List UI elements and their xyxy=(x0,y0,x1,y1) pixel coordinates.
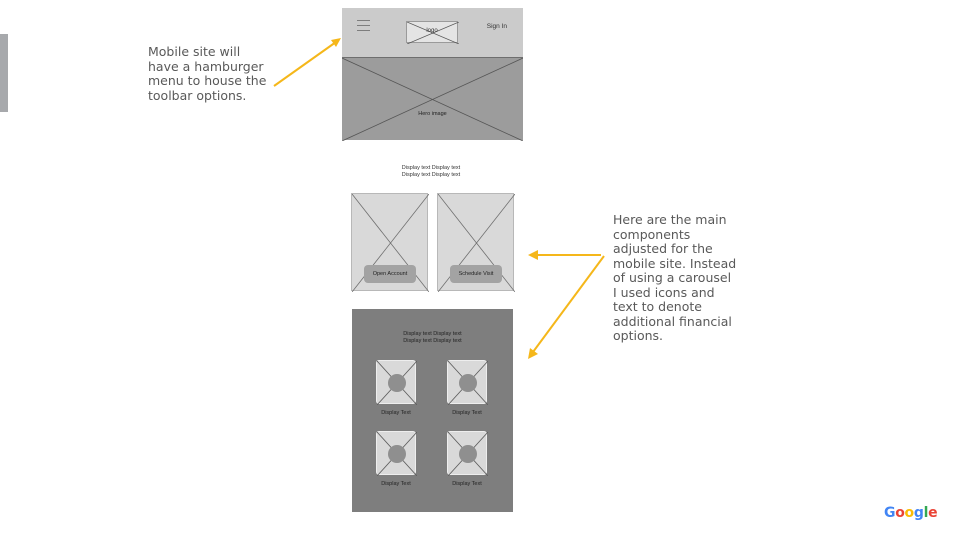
hero-image-placeholder: Hero image xyxy=(342,57,523,141)
annotation-line: menu to house the xyxy=(148,73,267,88)
financial-option-icon[interactable] xyxy=(376,431,417,476)
placeholder-cross-icon xyxy=(448,432,488,476)
annotation-line: toolbar options. xyxy=(148,87,247,103)
display-text-line: Display text Display text xyxy=(401,165,461,171)
annotation-line: I used icons and xyxy=(613,284,715,300)
annotation-line: have a hamburger xyxy=(148,58,264,74)
arrow-to-panel xyxy=(532,255,605,353)
annotation-line: of using a carousel xyxy=(613,270,732,285)
annotation-line: Mobile site will xyxy=(148,44,241,59)
annotation-line: adjusted for the xyxy=(613,241,713,256)
logo-placeholder[interactable]: logo xyxy=(406,21,459,44)
open-account-button[interactable]: Open Account xyxy=(364,265,416,283)
sign-in-link[interactable]: Sign In xyxy=(486,23,507,30)
intro-display-text: Display text Display text Display text D… xyxy=(380,165,482,178)
logo-letter: e xyxy=(928,505,938,521)
annotation-line: Here are the main xyxy=(613,212,727,227)
logo-letter: o xyxy=(895,505,905,521)
option-label: Display Text xyxy=(452,481,482,487)
display-text-line: Display text Display text xyxy=(401,171,461,178)
financial-option-icon[interactable] xyxy=(447,431,488,476)
logo-label: logo xyxy=(426,28,438,34)
annotation-line: options. xyxy=(613,328,664,343)
financial-option-icon[interactable] xyxy=(376,360,417,405)
logo-letter: l xyxy=(923,505,929,521)
hamburger-menu-icon[interactable] xyxy=(357,20,370,31)
annotation-line: components xyxy=(613,226,691,242)
mobile-header: logo Sign In xyxy=(342,8,523,57)
placeholder-cross-icon xyxy=(448,361,488,405)
panel-display-text: Display text Display text Display text D… xyxy=(352,331,513,344)
financial-options-panel: Display text Display text Display text D… xyxy=(352,309,513,512)
arrow-head-icon xyxy=(528,348,538,359)
components-annotation: Here are the main components adjusted fo… xyxy=(613,212,737,344)
logo-letter: g xyxy=(913,505,924,521)
logo-letter: o xyxy=(904,505,915,521)
annotation-line: additional financial xyxy=(613,313,732,329)
schedule-visit-button[interactable]: Schedule Visit xyxy=(450,265,502,283)
placeholder-cross-icon xyxy=(342,58,523,141)
arrow-to-hamburger xyxy=(273,41,337,87)
option-label: Display Text xyxy=(452,410,482,416)
hamburger-annotation: Mobile site will have a hamburger menu t… xyxy=(148,44,267,103)
arrow-head-icon xyxy=(528,250,538,260)
display-text-line: Display text Display text xyxy=(403,331,462,337)
logo-letter: G xyxy=(884,505,896,521)
display-text-line: Display text Display text xyxy=(403,337,462,344)
placeholder-cross-icon xyxy=(377,361,417,405)
financial-option-icon[interactable] xyxy=(447,360,488,405)
option-label: Display Text xyxy=(381,410,411,416)
schedule-visit-card: Schedule Visit xyxy=(437,193,515,292)
arrow-head-icon xyxy=(331,38,341,47)
hero-label: Hero image xyxy=(418,111,447,117)
option-label: Display Text xyxy=(381,481,411,487)
google-logo: Google xyxy=(884,505,938,521)
annotation-line: mobile site. Instead xyxy=(613,255,737,271)
placeholder-cross-icon xyxy=(407,22,459,44)
annotation-line: text to denote xyxy=(613,299,702,314)
placeholder-cross-icon xyxy=(377,432,417,476)
slide-accent-bar xyxy=(0,34,8,112)
open-account-card: Open Account xyxy=(351,193,429,292)
